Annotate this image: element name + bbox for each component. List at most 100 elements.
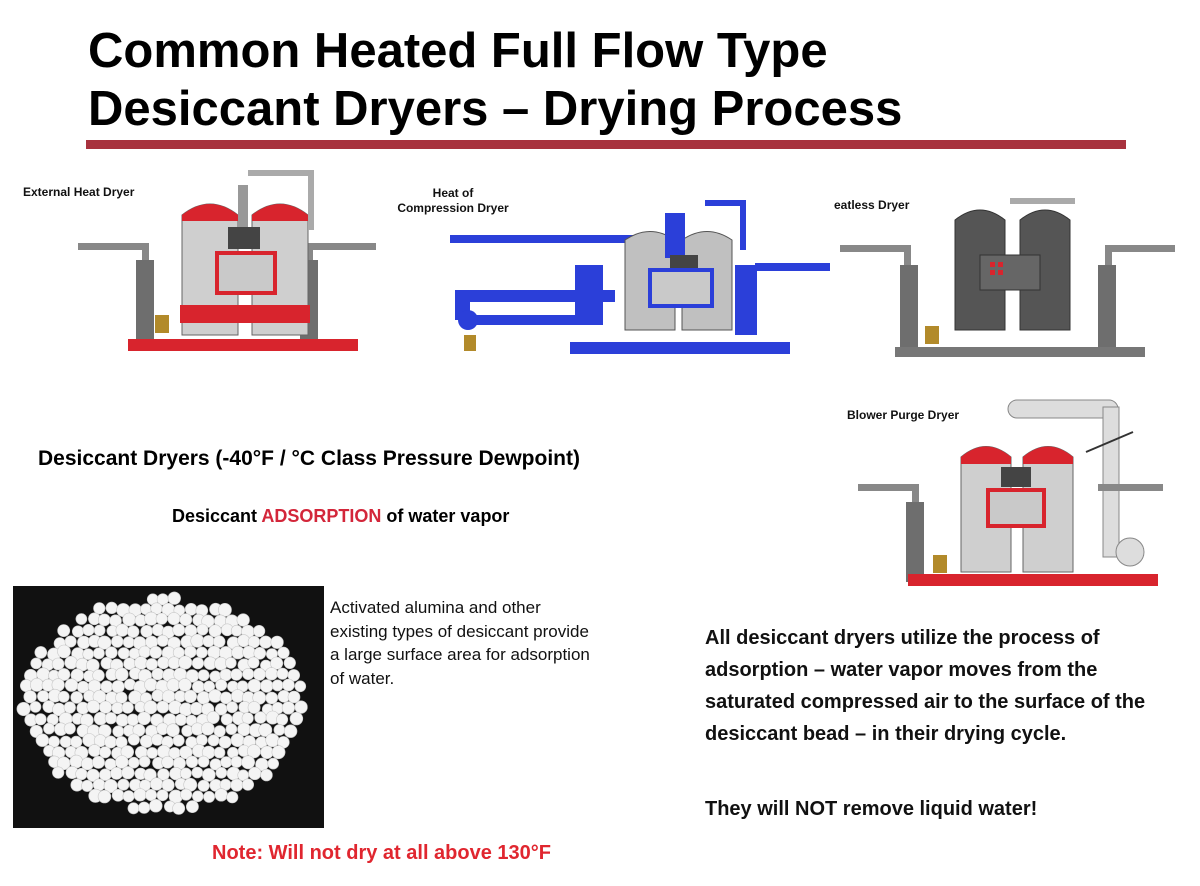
desiccant-bead xyxy=(133,788,147,802)
external-heat-dryer-label: External Heat Dryer xyxy=(23,185,135,199)
desiccant-bead xyxy=(190,633,205,648)
desiccant-bead xyxy=(93,602,106,615)
desiccant-bead xyxy=(237,634,250,648)
desiccant-bead xyxy=(156,700,170,714)
desiccant-bead xyxy=(126,713,140,727)
desiccant-bead xyxy=(57,668,71,681)
desiccant-bead xyxy=(225,657,237,669)
desiccant-bead xyxy=(137,711,151,726)
desiccant-bead xyxy=(208,624,222,638)
adsorption-summary: All desiccant dryers utilize the process… xyxy=(705,627,1146,745)
desiccant-bead xyxy=(155,612,168,625)
desiccant-bead xyxy=(37,690,50,703)
desiccant-bead xyxy=(151,667,165,681)
desiccant-bead xyxy=(70,735,83,748)
desiccant-bead xyxy=(265,733,280,748)
desiccant-bead xyxy=(181,724,194,737)
desiccant-bead xyxy=(127,733,140,746)
desiccant-bead xyxy=(241,712,254,725)
desiccant-bead xyxy=(63,701,76,714)
desiccant-bead xyxy=(196,623,209,636)
desiccant-bead xyxy=(138,755,151,768)
desiccant-bead xyxy=(260,679,274,693)
desiccant-bead xyxy=(110,766,123,780)
desiccant-bead xyxy=(214,788,228,802)
desiccant-bead xyxy=(117,778,130,791)
desiccant-bead xyxy=(191,657,204,670)
desiccant-bead xyxy=(126,625,140,638)
desiccant-bead xyxy=(271,679,284,692)
desiccant-bead xyxy=(276,713,289,726)
desiccant-bead xyxy=(287,690,301,704)
desiccant-bead xyxy=(180,788,193,801)
desiccant-bead xyxy=(242,668,255,681)
desiccant-bead xyxy=(140,624,153,638)
desiccant-bead xyxy=(226,701,238,714)
desiccant-dryers-subtitle: Desiccant Dryers (-40°F / °C Class Press… xyxy=(38,447,580,470)
desiccant-bead xyxy=(185,800,199,813)
desiccant-bead xyxy=(215,767,228,779)
desiccant-bead xyxy=(115,623,129,637)
desiccant-bead xyxy=(225,723,238,735)
desiccant-bead xyxy=(99,700,113,714)
desiccant-bead xyxy=(111,635,124,648)
desiccant-bead xyxy=(259,635,273,649)
desiccant-bead xyxy=(219,668,233,682)
desiccant-bead xyxy=(98,613,111,627)
desiccant-bead xyxy=(86,699,101,714)
desiccant-bead xyxy=(145,789,158,802)
desiccant-bead xyxy=(71,625,84,638)
desiccant-bead xyxy=(93,624,106,637)
desiccant-bead xyxy=(88,744,101,757)
heat-of-compression-dryer-label: Heat of Compression Dryer xyxy=(397,186,509,215)
desiccant-bead xyxy=(104,735,117,749)
desiccant-bead xyxy=(115,691,128,704)
desiccant-bead xyxy=(191,766,204,779)
desiccant-bead xyxy=(99,746,112,759)
adsorption-heading: Desiccant ADSORPTION of water vapor xyxy=(172,506,510,526)
desiccant-bead xyxy=(166,723,180,737)
desiccant-bead xyxy=(75,767,88,781)
blower-purge-dryer-label: Blower Purge Dryer xyxy=(847,408,960,422)
liquid-water-warning: They will NOT remove liquid water! xyxy=(705,798,1038,820)
desiccant-bead xyxy=(179,767,192,780)
desiccant-bead xyxy=(121,701,134,714)
desiccant-bead xyxy=(260,768,273,782)
desiccant-bead xyxy=(29,701,42,713)
desiccant-bead xyxy=(91,755,105,769)
external-heat-dryer-illustration xyxy=(78,170,376,351)
desiccant-bead xyxy=(294,700,308,714)
desiccant-bead xyxy=(172,734,185,747)
desiccant-bead xyxy=(82,648,94,660)
desiccant-bead xyxy=(270,656,284,670)
desiccant-bead xyxy=(260,745,274,760)
desiccant-bead xyxy=(57,624,71,637)
desiccant-bead xyxy=(35,733,50,747)
desiccant-bead xyxy=(281,701,296,715)
desiccant-bead xyxy=(183,689,197,703)
desiccant-bead xyxy=(203,680,215,693)
desiccant-bead xyxy=(34,713,47,726)
slide-title: Common Heated Full Flow Type Desiccant D… xyxy=(88,22,1128,138)
desiccant-bead xyxy=(104,712,117,725)
heatless-dryer-illustration xyxy=(840,198,1175,357)
desiccant-bead xyxy=(156,789,169,802)
desiccant-bead xyxy=(178,655,193,670)
desiccant-bead xyxy=(197,669,210,682)
desiccant-bead xyxy=(161,778,175,792)
desiccant-bead xyxy=(282,678,295,692)
heat-of-compression-dryer-illustration xyxy=(450,200,830,354)
desiccant-bead xyxy=(271,745,286,760)
desiccant-bead xyxy=(149,645,163,659)
desiccant-bead xyxy=(167,612,181,626)
desiccant-bead xyxy=(197,779,210,792)
desiccant-bead xyxy=(70,691,84,704)
desiccant-bead xyxy=(23,690,37,704)
desiccant-bead xyxy=(105,601,118,614)
desiccant-bead xyxy=(93,647,105,660)
desiccant-bead xyxy=(105,646,118,659)
desiccant-bead xyxy=(195,734,208,746)
desiccant-bead xyxy=(213,635,226,648)
desiccant-bead xyxy=(254,711,267,724)
desiccant-bead xyxy=(146,747,158,759)
